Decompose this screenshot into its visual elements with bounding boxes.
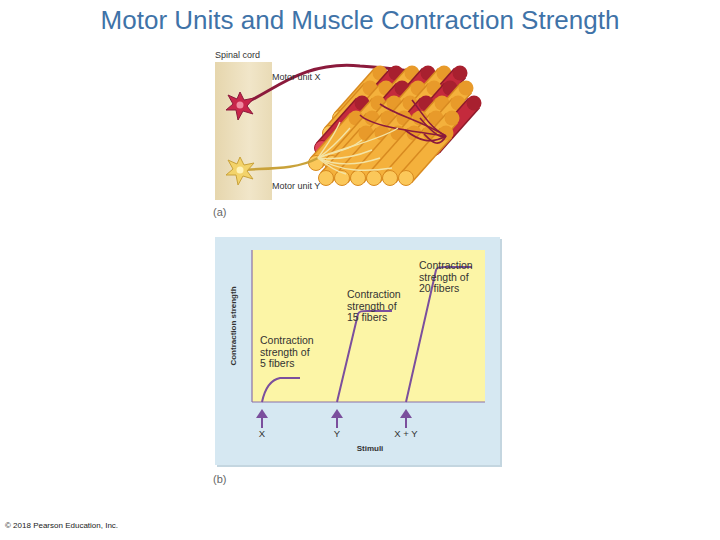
spinal-cord — [215, 62, 272, 200]
muscle-fibers — [309, 66, 482, 186]
slide-title: Motor Units and Muscle Contraction Stren… — [101, 6, 620, 35]
plot-area — [252, 250, 485, 402]
panel-letter: (a) — [213, 206, 226, 218]
y-axis — [251, 250, 252, 402]
chart-panel — [215, 237, 500, 465]
axis-title: Stimuli — [357, 445, 384, 454]
stimulus-label: X — [259, 429, 265, 439]
curve-label: Contraction strength of 20 fibers — [419, 260, 475, 295]
part-label: Motor unit Y — [272, 182, 320, 192]
curve-label: Contraction strength of 15 fibers — [347, 289, 403, 324]
axis-title: Contraction strength — [230, 286, 239, 365]
axon-y-branches — [318, 122, 398, 174]
stimulus-label: Y — [334, 429, 340, 439]
stimulus-label: X + Y — [394, 429, 417, 439]
part-label: Motor unit X — [272, 73, 321, 83]
neuron-y — [226, 157, 254, 185]
x-axis — [252, 401, 485, 402]
stimulus-arrows — [256, 409, 412, 428]
copyright-note: © 2018 Pearson Education, Inc. — [5, 522, 118, 531]
curve-label: Contraction strength of 5 fibers — [260, 335, 316, 370]
axon-x-branches — [360, 100, 446, 143]
neuron-x — [226, 92, 254, 120]
panel-letter: (b) — [213, 473, 226, 485]
part-label: Spinal cord — [215, 51, 260, 61]
